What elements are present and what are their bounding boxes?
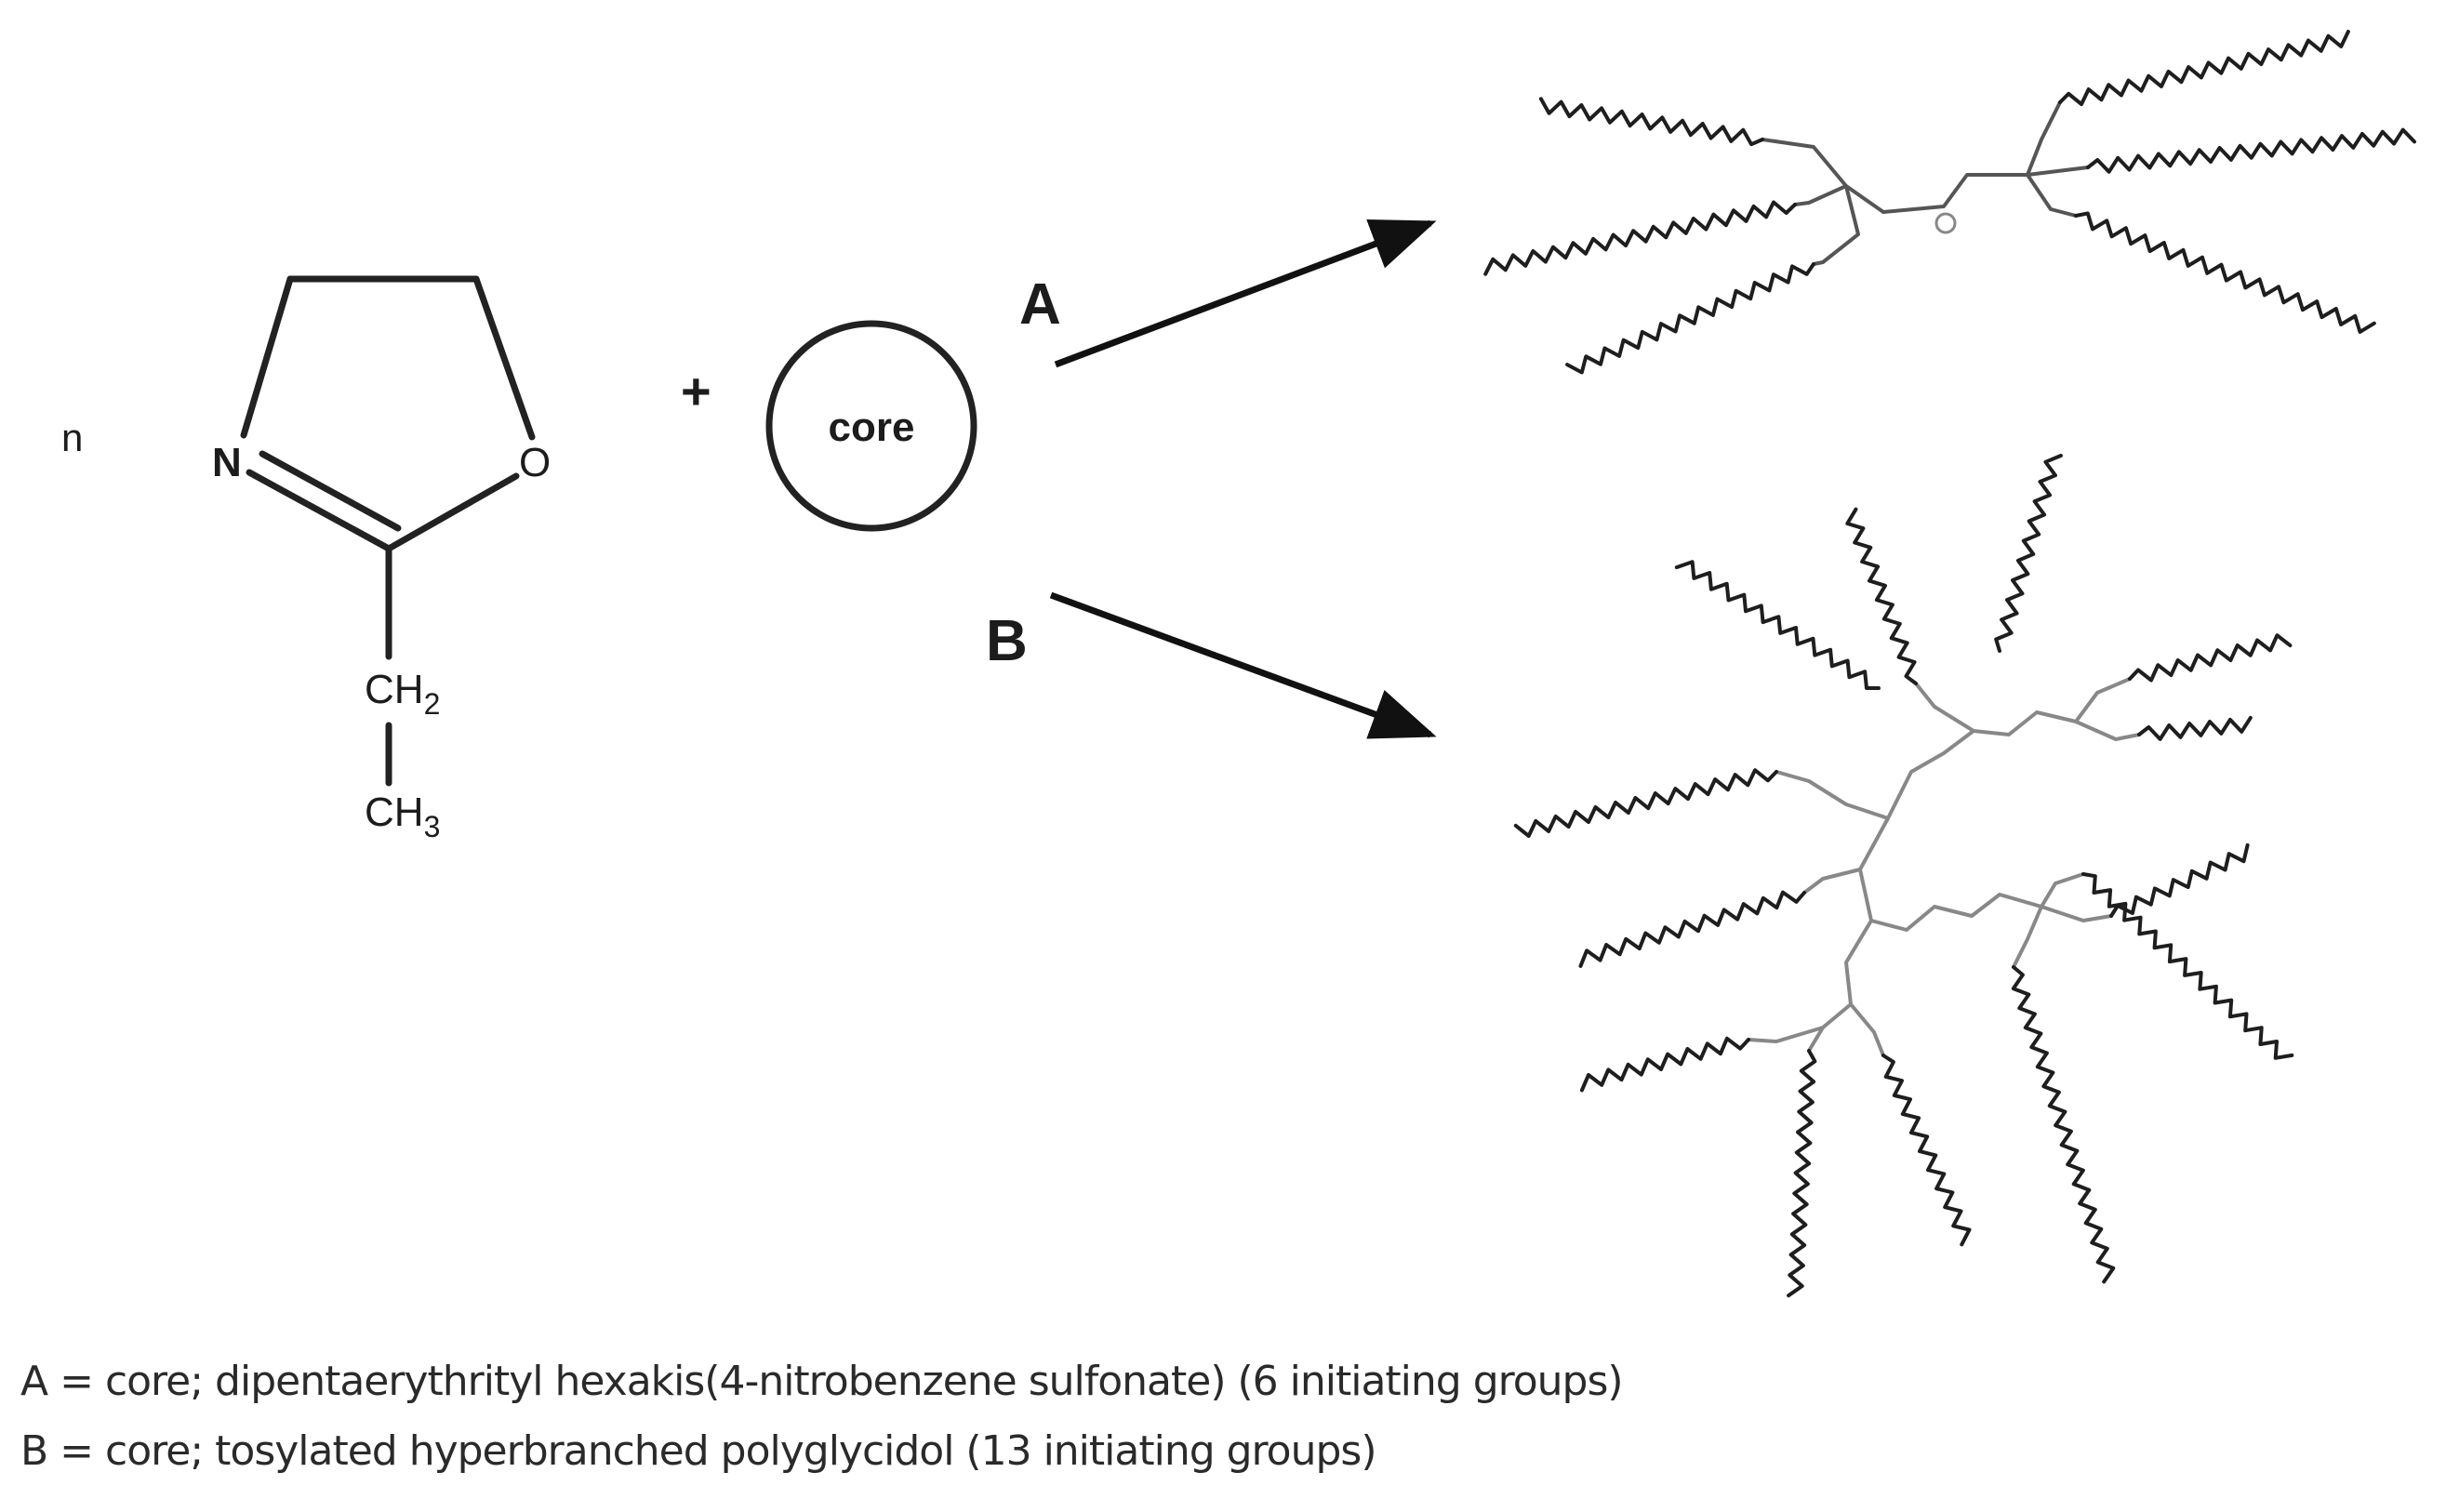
route-a-arrow	[1054, 219, 1437, 368]
polymer-arm	[1538, 97, 1764, 147]
star-polymer-b	[1513, 454, 2294, 1298]
ring-bond-n-c5	[240, 275, 294, 439]
core-circle	[765, 320, 977, 532]
polymer-arm	[2128, 633, 2293, 683]
polymer-arm	[1578, 890, 1806, 968]
ring-double-bond-b	[259, 450, 402, 532]
oxazoline-structure	[240, 275, 536, 787]
route-b-arrow	[1049, 591, 1437, 739]
plus-sign: +	[681, 362, 711, 420]
core-a-arms	[1483, 30, 2416, 375]
ch2-subscript: 2	[424, 687, 441, 721]
polymer-arm	[2074, 211, 2376, 334]
polymer-arm	[1787, 1049, 1817, 1298]
polymer-arm	[2086, 127, 2416, 174]
polymer-arm	[2109, 842, 2250, 918]
core-b-arms	[1513, 454, 2294, 1298]
polymer-arm	[1674, 560, 1881, 690]
core-b-hyperbranched-skeleton	[1747, 677, 2141, 1057]
polymer-arm	[1579, 1036, 1750, 1093]
caption-route-a: A = core; dipentaerythrityl hexakis(4-ni…	[20, 1358, 1624, 1405]
ch2-text: CH	[365, 667, 424, 712]
polymer-arm	[2137, 715, 2253, 741]
polymer-arm	[2081, 872, 2294, 1060]
ring-bond-c4-o	[472, 275, 536, 441]
nitrogen-atom: N	[212, 440, 242, 485]
route-b-label: B	[986, 609, 1028, 673]
polymer-arm	[1994, 454, 2063, 653]
polymer-arm	[1845, 507, 1918, 685]
core-a-skeleton	[1761, 100, 2090, 266]
core-label: core	[829, 405, 915, 450]
polymer-arm	[2011, 965, 2116, 1284]
polymer-arm	[1483, 200, 1797, 276]
oxygen-atom: O	[519, 440, 551, 485]
coefficient-n: n	[61, 416, 83, 459]
core-a-center	[1934, 212, 1957, 234]
polymer-arm	[1513, 768, 1778, 838]
ch3-label: CH3	[365, 789, 440, 843]
caption-route-b: B = core; tosylated hyperbranched polygl…	[20, 1427, 1377, 1475]
polymer-arm	[1881, 1054, 1972, 1247]
ring-double-bond-a	[246, 469, 392, 552]
ch3-subscript: 3	[424, 810, 441, 843]
route-a-label: A	[1019, 272, 1061, 337]
ch2-label: CH2	[365, 667, 440, 721]
ring-bond-o-c2	[385, 472, 520, 552]
star-polymer-a	[1483, 30, 2416, 375]
ch3-text: CH	[365, 789, 424, 835]
polymer-arm	[2058, 30, 2350, 107]
polymer-arm	[1565, 262, 1815, 375]
